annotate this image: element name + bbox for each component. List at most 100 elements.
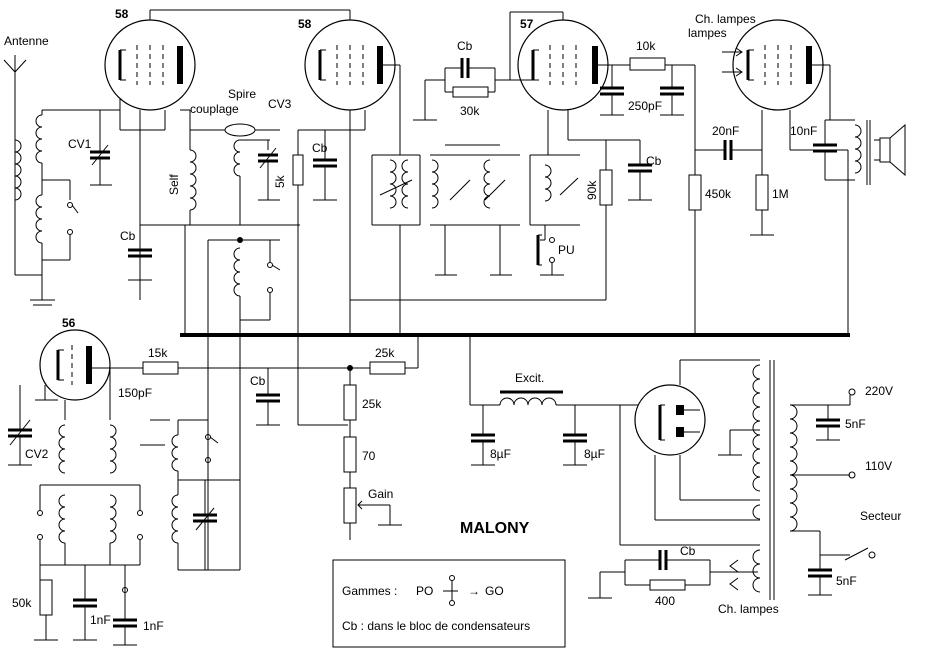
resistor-15k [142,361,179,375]
coupling-loop [224,123,256,137]
r-50k-label: 50k [12,596,32,610]
resistor-50k [39,579,53,616]
output-transformer-primary [854,124,862,174]
transformer-heater-winding [752,549,761,593]
c-8uF-a-label: 8µF [490,447,511,461]
if-transformer-2b [483,159,491,209]
antenna-coil [14,139,22,201]
tube-v1 [104,19,196,111]
resistor-1M [755,174,769,211]
tube-v1-label: 58 [115,7,129,21]
range-coil-2 [233,247,241,297]
heater-label: Ch. lampes [718,602,779,616]
legend-box: Gammes : PO → GO Cb : dans le bloc de co… [332,559,566,648]
power-tube-label: Ch. lampes [695,12,756,26]
c-20nF-label: 20nF [712,124,739,138]
resistor-90k [599,169,613,206]
transformer-primary [789,404,798,532]
cv3-label: CV3 [268,97,292,111]
resistor-70 [343,436,357,473]
c-150pF-label: 150pF [118,386,152,400]
resistor-10k [629,57,666,71]
antenna-symbol [3,55,27,275]
transformer-filament-winding [752,504,761,520]
osc-coil-4 [109,494,117,544]
osc-coil-5 [171,434,179,472]
self-label: Self [167,174,181,195]
gain-potentiometer [343,487,357,524]
c-8uF-b-label: 8µF [584,447,605,461]
r-30k-label: 30k [460,104,480,118]
cb-label-2: Cb [312,141,328,155]
cb-label-1: Cb [120,229,136,243]
if-transformer-1a [389,159,397,209]
resistor-5k [292,154,304,186]
resistor-30k [452,86,489,98]
rf-coil-1 [233,139,241,177]
excit-label: Excit. [515,371,544,385]
transformer-hv-winding [752,364,761,492]
osc-coil-2 [109,424,117,474]
osc-coil-1 [58,424,66,474]
antenna-label: Antenne [4,34,49,48]
resistor-400 [649,579,686,591]
legend-po: PO [416,584,433,598]
tube-v2-label: 58 [298,17,312,31]
r-400-label: 400 [655,594,675,608]
gain-label: Gain [368,487,393,501]
tube-v5-label: 56 [62,316,76,330]
c-10nF-label: 10nF [790,124,817,138]
excitation-coil [499,397,557,406]
antenna-range-coil [35,194,43,244]
secteur-label: Secteur [860,509,901,523]
r-10k-label: 10k [636,39,656,53]
osc-coil-6 [171,494,179,544]
resistor-25k-a [369,361,406,375]
tube-v5 [39,329,111,401]
r-5k-label: 5k [273,174,287,188]
tube-power [732,19,824,111]
spire-label: Spire [228,87,256,101]
r-25k-b-label: 25k [362,397,382,411]
resistor-25k-b [343,384,357,421]
power-tube-label-2: lampes [688,26,727,40]
speaker-icon [879,123,906,177]
cb-label-6: Cb [680,544,696,558]
if-transformer-1b [401,159,409,209]
r-25k-a-label: 25k [375,346,395,360]
c-250pF-label: 250pF [628,99,662,113]
cb-label-4: Cb [646,154,662,168]
cv1-label: CV1 [68,137,92,151]
r-1M-label: 1M [772,187,789,201]
diagram-title: MALONY [460,520,530,537]
detector-coil [544,164,552,202]
c-1nF-b-label: 1nF [143,619,164,633]
legend-cb-note: Cb : dans le bloc de condensateurs [342,619,530,633]
cv2-label: CV2 [25,447,49,461]
r-70-label: 70 [362,449,376,463]
if-transformer-2a [431,159,439,209]
tube-v3 [517,19,609,111]
rectifier-tube [634,384,706,456]
r-90k-label: 90k [585,180,599,200]
legend-go: GO [485,584,504,598]
antenna-grid-coil [35,114,43,164]
r-15k-label: 15k [148,346,168,360]
tube-v3-label: 57 [520,17,534,31]
legend-gammes: Gammes : [342,584,397,598]
self-coil [189,149,197,211]
couplage-label: couplage [190,102,239,116]
osc-coil-3 [58,494,66,544]
tube-v2 [304,19,396,111]
ground-symbol [30,299,55,306]
legend-arrow: → [468,584,480,598]
v220-label: 220V [865,384,893,398]
c-5nF-b-label: 5nF [836,574,857,588]
v110-label: 110V [865,459,892,473]
pu-label: PU [558,243,575,257]
r-450k-label: 450k [705,187,732,201]
c-5nF-a-label: 5nF [845,417,866,431]
resistor-450k [688,174,702,211]
c-1nF-a-label: 1nF [90,613,111,627]
